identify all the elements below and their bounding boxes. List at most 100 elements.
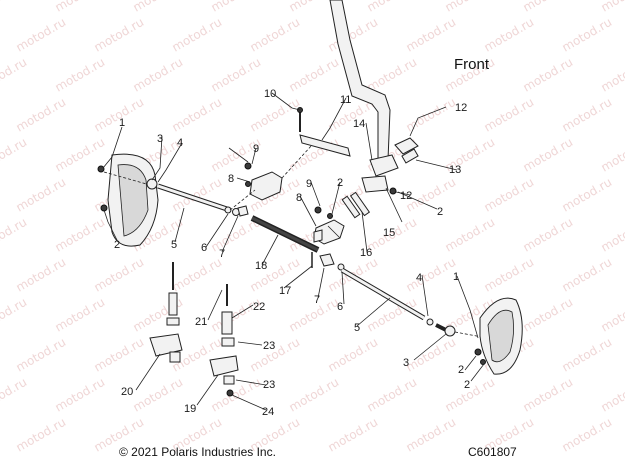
watermark-text: motod.ru	[599, 135, 625, 175]
copyright-text: © 2021 Polaris Industries Inc.	[119, 445, 276, 459]
steering-clamp-assembly	[341, 137, 419, 219]
watermark-text: motod.ru	[131, 55, 186, 95]
watermark-text: motod.ru	[521, 375, 576, 415]
watermark-text: motod.ru	[14, 415, 69, 455]
watermark-text: motod.ru	[482, 95, 537, 135]
watermark-text: motod.ru	[14, 175, 69, 215]
watermark-text: motod.ru	[170, 95, 225, 135]
watermark-text: motod.ru	[521, 135, 576, 175]
right-idler-bracket	[313, 206, 345, 245]
callout-3: 3	[157, 133, 163, 145]
callout-9b: 9	[306, 178, 312, 190]
callout-10: 10	[264, 88, 276, 100]
lower-bracket-left	[149, 262, 183, 363]
direction-label: Front	[454, 56, 490, 73]
watermark-text: motod.ru	[53, 55, 108, 95]
steering-arm	[297, 107, 351, 157]
watermark-text: motod.ru	[287, 55, 342, 95]
callout-9: 9	[253, 143, 259, 155]
right-tie-rod	[319, 253, 483, 338]
watermark-text: motod.ru	[599, 295, 625, 335]
watermark-text: motod.ru	[560, 175, 615, 215]
watermark-text: motod.ru	[0, 215, 29, 255]
callout-4: 4	[177, 137, 183, 149]
watermark-text: motod.ru	[209, 55, 264, 95]
watermark-text: motod.ru	[92, 335, 147, 375]
callout-24: 24	[262, 406, 274, 418]
left-tie-rod	[146, 178, 249, 217]
left-spindle	[97, 153, 159, 247]
watermark-text: motod.ru	[560, 255, 615, 295]
watermark-text: motod.ru	[599, 215, 625, 255]
idler-bracket	[229, 144, 313, 211]
watermark-text: motod.ru	[248, 15, 303, 55]
watermark-text: motod.ru	[326, 335, 381, 375]
lower-bracket-right	[209, 284, 239, 397]
callout-23: 23	[263, 340, 275, 352]
watermark-text: motod.ru	[560, 15, 615, 55]
callout-19: 19	[184, 403, 196, 415]
callout-11: 11	[340, 94, 351, 106]
watermark-text: motod.ru	[560, 415, 615, 455]
watermark-text: motod.ru	[53, 0, 108, 15]
watermark-text: motod.ru	[131, 375, 186, 415]
watermark-text: motod.ru	[599, 55, 625, 95]
watermark-text: motod.ru	[287, 375, 342, 415]
watermark-text: motod.ru	[482, 255, 537, 295]
callout-5b: 5	[354, 322, 360, 334]
watermark-text: motod.ru	[521, 55, 576, 95]
callout-5: 5	[171, 239, 177, 251]
callout-1: 1	[119, 117, 125, 129]
watermark-text: motod.ru	[521, 215, 576, 255]
watermark-text: motod.ru	[170, 15, 225, 55]
callout-23b: 23	[263, 379, 275, 391]
leader-lines	[102, 92, 485, 411]
watermark-text: motod.ru	[404, 95, 459, 135]
watermark-text: motod.ru	[599, 375, 625, 415]
watermark-text: motod.ru	[53, 375, 108, 415]
callout-17: 17	[279, 285, 291, 297]
watermark-text: motod.ru	[365, 0, 420, 15]
watermark-text: motod.ru	[131, 0, 186, 15]
watermark-text: motod.ru	[0, 295, 29, 335]
callout-8: 8	[228, 173, 234, 185]
watermark-text: motod.ru	[404, 415, 459, 455]
watermark-text: motod.ru	[92, 15, 147, 55]
callout-2c: 2	[337, 177, 343, 189]
watermark-text: motod.ru	[404, 335, 459, 375]
watermark-text: motod.ru	[482, 175, 537, 215]
watermark-text: motod.ru	[248, 95, 303, 135]
callout-7: 7	[219, 248, 225, 260]
callout-16: 16	[360, 247, 372, 259]
watermark-text: motod.ru	[170, 255, 225, 295]
watermark-text: motod.ru	[404, 15, 459, 55]
callout-2d: 2	[458, 364, 464, 376]
watermark-text: motod.ru	[92, 255, 147, 295]
watermark-text: motod.ru	[521, 295, 576, 335]
callout-7b: 7	[314, 294, 320, 306]
callout-22: 22	[253, 301, 265, 313]
callout-14: 14	[353, 118, 365, 130]
watermark-text: motod.ru	[482, 15, 537, 55]
watermark-text: motod.ru	[14, 335, 69, 375]
watermark-text: motod.ru	[0, 135, 29, 175]
callout-1b: 1	[453, 271, 459, 283]
watermark-text: motod.ru	[209, 375, 264, 415]
callout-2e: 2	[464, 379, 470, 391]
watermark-text: motod.ru	[404, 255, 459, 295]
watermark-text: motod.ru	[0, 55, 29, 95]
callout-2: 2	[114, 239, 120, 251]
watermark-text: motod.ru	[599, 0, 625, 15]
callout-8b: 8	[296, 192, 302, 204]
callout-21: 21	[195, 316, 207, 328]
callout-2b: 2	[437, 206, 443, 218]
watermark-text: motod.ru	[365, 375, 420, 415]
watermark-text: motod.ru	[53, 215, 108, 255]
callout-15: 15	[383, 227, 395, 239]
figure-code: C601807	[468, 445, 517, 459]
watermark-text: motod.ru	[0, 375, 29, 415]
callout-4b: 4	[416, 272, 422, 284]
callout-6b: 6	[337, 301, 343, 313]
